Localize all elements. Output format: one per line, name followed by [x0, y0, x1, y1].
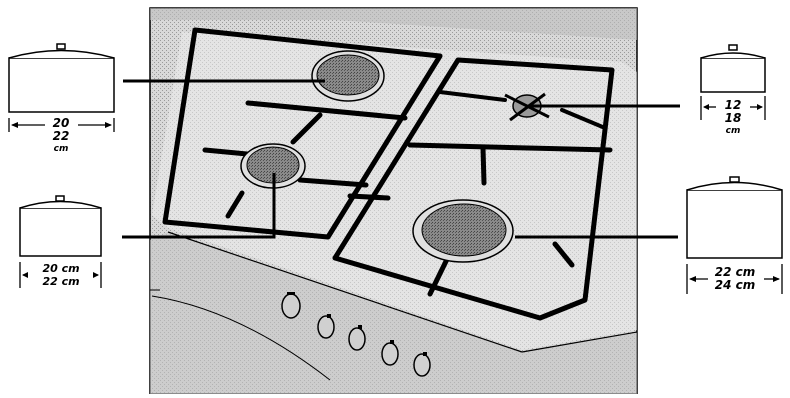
burner-rear-right	[504, 92, 550, 122]
control-knob-1	[281, 293, 301, 319]
pan-size-label-top-right: 12 18 cm	[724, 98, 742, 137]
control-knobs	[281, 292, 431, 377]
control-knob-3	[348, 327, 366, 351]
pan-size-label-bottom-left: 20 cm 22 cm	[42, 262, 80, 288]
burner-front-right	[412, 199, 514, 263]
pan-icon	[19, 195, 102, 257]
burner-rear-left	[311, 50, 385, 102]
pan-icon	[8, 43, 115, 113]
right-pan-support	[332, 57, 615, 321]
pan-icon	[700, 44, 766, 93]
leader-lines	[122, 79, 680, 239]
dimension-arrows	[8, 96, 783, 294]
pan-size-label-top-left: 20 22 cm	[52, 116, 70, 155]
left-pan-support	[162, 27, 443, 240]
control-knob-4	[381, 342, 399, 366]
control-knob-2	[317, 315, 335, 339]
pan-size-label-bottom-right: 22 cm 24 cm	[714, 265, 756, 292]
pan-icon	[686, 176, 783, 259]
leader-line-bottom-left	[122, 173, 276, 239]
burner-front-left	[240, 143, 306, 189]
control-knob-5	[413, 353, 431, 377]
